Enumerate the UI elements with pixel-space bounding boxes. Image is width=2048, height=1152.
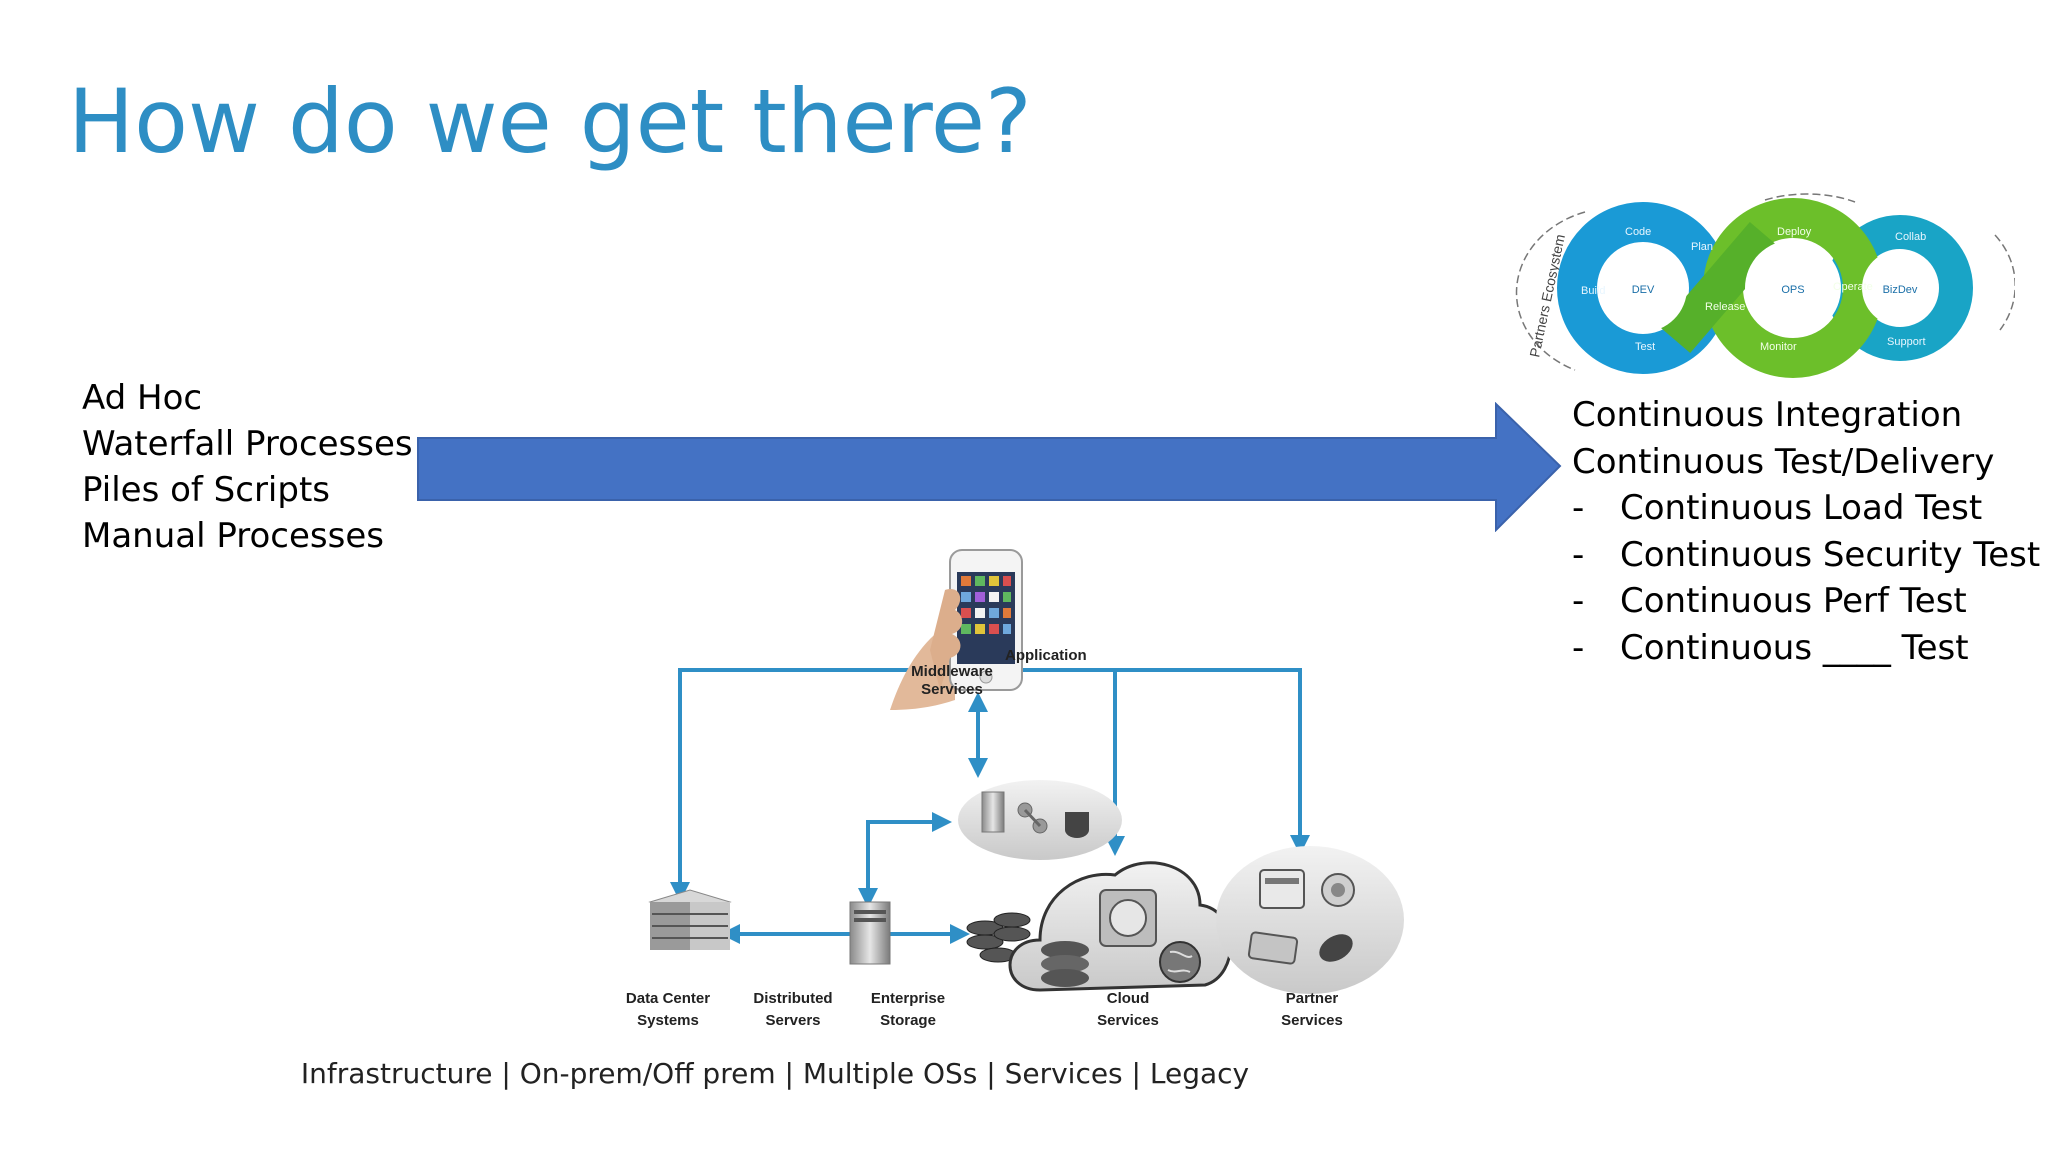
current-state-item: Piles of Scripts — [82, 470, 330, 510]
distributed-label-2: Servers — [765, 1012, 820, 1029]
partner-label-2: Services — [1281, 1012, 1343, 1029]
distributed-label-1: Distributed — [753, 990, 832, 1007]
partner-label-1: Partner — [1286, 990, 1339, 1007]
cloud-services-node — [1008, 861, 1233, 992]
storage-label-2: Storage — [880, 1012, 936, 1029]
future-state-item: Continuous Test/Delivery — [1572, 439, 2040, 486]
current-state-item: Ad Hoc — [82, 378, 203, 418]
loop-word: Build — [1581, 285, 1605, 297]
future-state-text: Continuous Security Test — [1620, 534, 2041, 575]
data-center-icon — [648, 889, 732, 950]
data-center-label-1: Data Center — [626, 990, 710, 1007]
smartphone-icon — [890, 549, 1023, 710]
progress-arrow-shape — [417, 402, 1562, 532]
middleware-label-1: Middleware — [911, 663, 993, 680]
cloud-label-2: Services — [1097, 1012, 1159, 1029]
future-state-item: -Continuous Perf Test — [1572, 578, 2040, 625]
devops-infinity-logo: Partners Ecosystem DEV OPS BizDev Code P… — [1515, 190, 2016, 394]
cloud-label-1: Cloud — [1107, 990, 1150, 1007]
application-label: Application — [1005, 647, 1087, 664]
future-state-text: Continuous ____ Test — [1620, 627, 1969, 668]
middleware-services-node — [958, 780, 1122, 860]
bullet-dash: - — [1572, 627, 1585, 668]
future-state-item: -Continuous Security Test — [1572, 532, 2040, 579]
current-state-item: Manual Processes — [82, 516, 384, 556]
future-state-item: -Continuous ____ Test — [1572, 625, 2040, 672]
storage-icon — [966, 912, 1031, 963]
bullet-dash: - — [1572, 488, 1585, 528]
progress-arrow — [417, 402, 1562, 532]
future-state-text: Continuous Load Test — [1620, 488, 1983, 528]
ops-center-label: OPS — [1781, 284, 1804, 296]
partner-services-node — [1216, 846, 1404, 994]
dev-center-label: DEV — [1632, 284, 1655, 296]
loop-word: Release — [1705, 301, 1745, 313]
middleware-label-2: Services — [921, 681, 983, 698]
bullet-dash: - — [1572, 534, 1585, 575]
infrastructure-caption: Infrastructure | On-prem/Off prem | Mult… — [300, 1057, 1250, 1090]
loop-word: Deploy — [1777, 226, 1812, 238]
loop-word: Test — [1635, 341, 1655, 353]
current-state-item: Waterfall Processes — [82, 424, 413, 464]
loop-word: Support — [1887, 336, 1926, 348]
loop-word: Code — [1625, 226, 1651, 238]
bullet-dash: - — [1572, 581, 1585, 621]
future-state-list: Continuous Integration Continuous Test/D… — [1572, 392, 2040, 671]
distributed-server-icon — [849, 901, 891, 965]
loop-word: Operate — [1833, 281, 1873, 293]
future-state-text: Continuous Integration — [1572, 395, 1963, 435]
storage-label-1: Enterprise — [871, 990, 945, 1007]
bizdev-center-label: BizDev — [1883, 284, 1918, 296]
slide-title: How do we get there? — [68, 70, 1032, 173]
loop-word: Monitor — [1760, 341, 1797, 353]
loop-word: Collab — [1895, 231, 1926, 243]
current-state-list: Ad Hoc Waterfall Processes Piles of Scri… — [82, 375, 413, 559]
infrastructure-diagram: Application Middleware Services Data Cen… — [600, 530, 1420, 1054]
future-state-item: Continuous Integration — [1572, 392, 2040, 439]
future-state-text: Continuous Perf Test — [1620, 581, 1967, 621]
future-state-item: -Continuous Load Test — [1572, 485, 2040, 532]
loop-word: Plan — [1691, 241, 1713, 253]
future-state-text: Continuous Test/Delivery — [1572, 441, 1995, 482]
data-center-label-2: Systems — [637, 1012, 699, 1029]
